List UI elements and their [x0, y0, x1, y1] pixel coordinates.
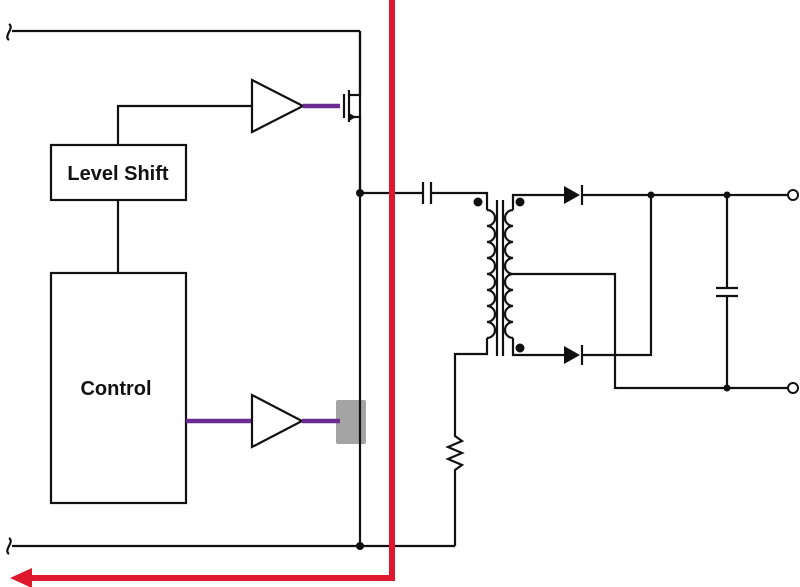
highlight-loop-path [28, 0, 395, 581]
transformer-secondary-winding [503, 208, 514, 340]
secondary-top-dot-marker [515, 197, 525, 207]
secondary-bottom-dot-marker [515, 343, 525, 353]
control-label: Control [80, 378, 151, 400]
capacitor-to-primary-wire [431, 191, 489, 210]
output-negative-terminal [787, 382, 799, 394]
control-block [49, 271, 188, 505]
level-shift-label: Level Shift [67, 163, 168, 185]
sense-resistor-icon [445, 430, 465, 546]
transformer-primary-winding [486, 208, 497, 340]
output-positive-terminal [787, 189, 799, 201]
high-side-mosfet-icon [342, 31, 362, 193]
level-shift-block [49, 143, 188, 202]
secondary-bottom-wire [511, 338, 564, 357]
diode-bottom-to-output-wire [582, 195, 653, 357]
center-tap-wire [513, 272, 790, 390]
rectifier-diode-bottom-icon [564, 346, 580, 364]
high-side-driver-icon [250, 78, 306, 134]
low-side-driver-icon [250, 393, 305, 449]
input-bottom-break-symbol [6, 537, 12, 555]
secondary-top-wire [511, 193, 564, 210]
highlight-loop-arrowhead [10, 568, 32, 587]
low-side-switch-block [336, 400, 366, 444]
level-shift-to-high-driver-wire [116, 104, 252, 145]
primary-return-wire [453, 338, 489, 430]
rectifier-diode-top-icon [564, 186, 580, 204]
primary-dot-marker [473, 197, 483, 207]
input-top-break-symbol [6, 23, 12, 41]
bottom-rail-junction [356, 542, 364, 550]
